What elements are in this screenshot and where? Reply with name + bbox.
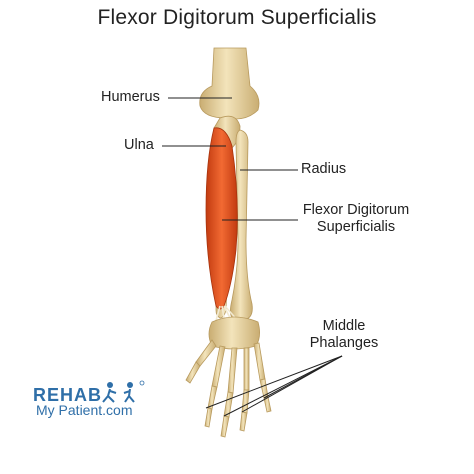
fds-muscle bbox=[205, 127, 238, 310]
fds-label-line1: Flexor Digitorum bbox=[302, 202, 410, 218]
middle-phalanges-label: Middle Phalanges bbox=[304, 318, 384, 352]
phalanges-leader-4 bbox=[263, 355, 343, 399]
carpal-bones bbox=[208, 316, 260, 350]
humerus-label: Humerus bbox=[101, 89, 160, 105]
logo-figure-icon bbox=[102, 380, 145, 403]
logo-site: My Patient.com bbox=[36, 402, 133, 418]
diagram-title: Flexor Digitorum Superficialis bbox=[97, 6, 377, 29]
middle-phalanges-line1: Middle bbox=[322, 318, 366, 334]
leader-lines bbox=[162, 97, 343, 417]
humerus-bone bbox=[199, 47, 260, 120]
logo-brand: REHAB bbox=[33, 385, 103, 405]
radius-label: Radius bbox=[301, 161, 347, 177]
ulna-label: Ulna bbox=[124, 137, 154, 153]
phalanges-leader-2 bbox=[223, 355, 343, 417]
phalanges-leader-1 bbox=[205, 355, 343, 409]
fds-label: Flexor Digitorum Superficialis bbox=[296, 202, 416, 236]
middle-phalanges-line2: Phalanges bbox=[309, 335, 379, 351]
fds-label-line2: Superficialis bbox=[316, 219, 396, 235]
